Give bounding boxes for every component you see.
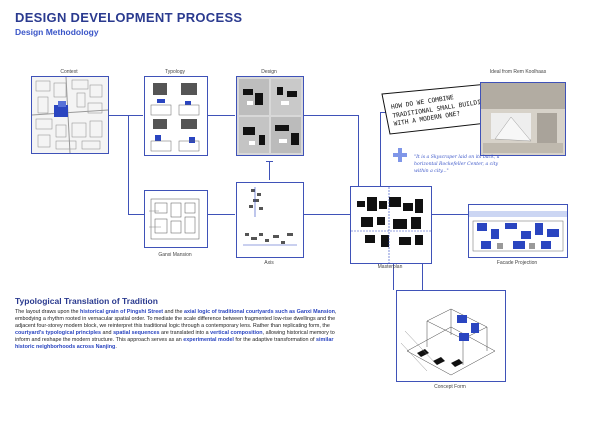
section-paragraph: The layout draws upon the historical gra… xyxy=(15,309,337,351)
design-panel xyxy=(236,76,304,156)
ideal-panel xyxy=(480,82,566,156)
facade-elevation xyxy=(469,211,567,252)
highlight-nanjing: similar historic neighborhoods across Na… xyxy=(15,337,334,351)
highlight-pingshi-street: historical grain of Pingshi Street xyxy=(80,309,164,315)
context-panel xyxy=(31,76,109,154)
ganxi-panel xyxy=(144,190,208,248)
ideal-label: Ideal from Rem Koolhaas xyxy=(489,69,547,75)
masterplan-label: Masterplan xyxy=(377,264,403,270)
axis-label: Axis xyxy=(264,260,274,266)
highlight-vertical-composition: vertical composition xyxy=(210,330,263,337)
design-label: Design xyxy=(261,69,277,75)
koolhaas-quote: "It is a Skyscraper laid on its back, a … xyxy=(414,155,500,174)
highlight-experimental-model: experimental model xyxy=(183,337,234,344)
section-title: Typological Translation of Tradition xyxy=(15,296,158,306)
design-figure-ground xyxy=(239,79,301,153)
concept-panel xyxy=(396,290,506,382)
plus-icon xyxy=(393,148,407,162)
axis-panel xyxy=(236,182,304,258)
facade-label: Facade Projection xyxy=(496,260,538,266)
masterplan-drawing xyxy=(351,187,431,263)
concept-label: Concept Form xyxy=(434,384,466,390)
highlight-axial-logic: axial logic of traditional courtyards su… xyxy=(184,309,335,315)
koolhaas-render xyxy=(481,83,565,155)
masterplan-panel xyxy=(350,186,432,264)
highlight-spatial-sequences: spatial sequences xyxy=(113,330,160,337)
ganxi-plan xyxy=(149,198,200,240)
page-subtitle: Design Methodology xyxy=(15,27,99,37)
typology-panel xyxy=(144,76,208,156)
axis-diagrams xyxy=(243,187,297,246)
concept-axonometric xyxy=(400,308,496,376)
ganxi-label: Ganxi Mansion xyxy=(158,252,192,258)
typology-label: Typology xyxy=(164,69,185,75)
highlight-typological-principles: courtyard's typological principles xyxy=(15,330,102,337)
context-label: Context xyxy=(60,69,78,75)
typology-drawings xyxy=(150,83,200,152)
context-site-map xyxy=(31,76,109,154)
facade-panel xyxy=(468,204,568,258)
page-title: DESIGN DEVELOPMENT PROCESS xyxy=(15,10,243,25)
